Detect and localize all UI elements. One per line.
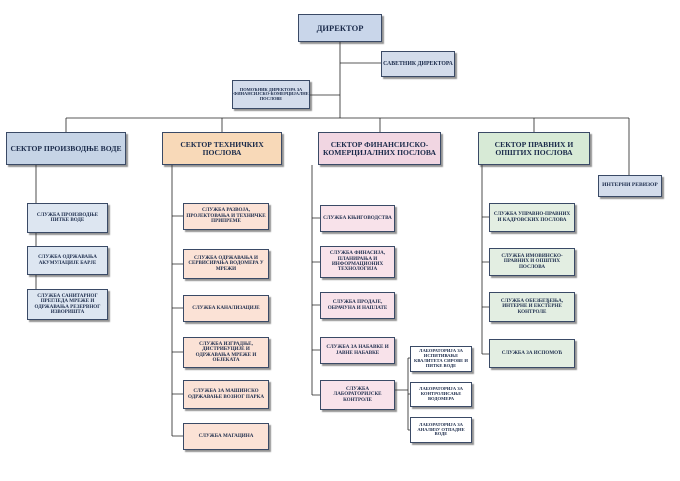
unit-box: СЛУЖБА ИЗГРАДЊЕ, ДИСТРИБУЦИЈЕ И ОДРЖАВАЊ… — [183, 337, 269, 368]
unit-box: СЛУЖБА КЊИГОВОДСТВА — [320, 205, 395, 232]
sector-title: СЕКТОР ПРАВНИХ И ОПШТИХ ПОСЛОВА — [494, 139, 574, 157]
director-label: ДИРЕКТОР — [316, 22, 364, 33]
unit-label: СЛУЖБА ЗА ИСПОМОЋ — [501, 349, 563, 356]
advisor-box: САВЕТНИК ДИРЕКТОРА — [381, 51, 455, 77]
unit-label: СЛУЖБА ИМОВИНСКО-ПРАВНИХ И ОПШТИХ ПОСЛОВ… — [501, 252, 563, 270]
lab-box: ЛАБОРАТОРИЈА ЗА КОНТРОЛИСАЊЕ ВОДОМЕРА — [410, 382, 472, 407]
unit-label: СЛУЖБА ФИНАСИЈА, ПЛАНИРАЊА И ИНФОРМАЦИОН… — [329, 250, 386, 273]
sector-title: СЕКТОР ПРОИЗВОДЊЕ ВОДЕ — [10, 143, 122, 153]
unit-box: СЛУЖБА МАГАЦИНА — [183, 423, 269, 450]
connector-s1-spine — [27, 165, 37, 305]
unit-label: СЛУЖБА САНИТАРНОГ ПРЕГЛЕДА МРЕЖЕ И ОДРЖА… — [34, 292, 101, 315]
unit-box: СЛУЖБА ЗА НАБАВКЕ И ЈАВНЕ НАБАВКЕ — [320, 337, 395, 364]
connector-labs — [395, 357, 410, 431]
unit-label: СЛУЖБА УПРАВНО-ПРАВНИХ И КАДРОВСКИХ ПОСЛ… — [493, 211, 571, 223]
unit-box: СЛУЖБА ОДРЖАВАЊА И СЕРВИСИРАЊА ВОДОМЕРА … — [183, 249, 269, 279]
unit-box: СЛУЖБА КАНАЛИЗАЦИЈЕ — [183, 295, 269, 322]
connector-s2-spine — [171, 165, 183, 437]
unit-box: СЛУЖБА ЗА МАШИНСКО ОДРЖАВАЊЕ ВОЗНОГ ПАРК… — [183, 380, 269, 409]
unit-box: СЛУЖБА ЛАБОРАТОРИЈСКЕ КОНТРОЛЕ — [320, 380, 395, 410]
unit-box: СЛУЖБА ПРОИЗВОДЊЕ ПИТКЕ ВОДЕ — [27, 203, 108, 233]
unit-label: СЛУЖБА ОДРЖАВАЊА И СЕРВИСИРАЊА ВОДОМЕРА … — [188, 254, 264, 272]
unit-box: СЛУЖБА ОБЕЗБЕЂЕЊА, ИНТЕРНЕ И ЕКСТЕРНЕ КО… — [489, 292, 575, 322]
lab-label: ЛАБОРАТОРИЈА ЗА ИСПИТИВАЊЕ КВАЛИТЕТА СИР… — [414, 348, 468, 368]
assistant-box: ПОМОЋНИК ДИРЕКТОРА ЗА ФИНАНСИЈСКО-КОМЕРЦ… — [232, 80, 310, 109]
sector-title: СЕКТОР ФИНАНСИЈСКО-КОМЕРЦИЈАЛНИХ ПОСЛОВА — [323, 139, 436, 157]
auditor-label: ИНТЕРНИ РЕВИЗОР — [602, 182, 658, 189]
unit-label: СЛУЖБА ЗА МАШИНСКО ОДРЖАВАЊЕ ВОЗНОГ ПАРК… — [188, 388, 264, 400]
unit-label: СЛУЖБА ОБЕЗБЕЂЕЊА, ИНТЕРНЕ И ЕКСТЕРНЕ КО… — [500, 297, 564, 315]
unit-label: СЛУЖБА ЗА НАБАВКЕ И ЈАВНЕ НАБАВКЕ — [326, 344, 389, 356]
assistant-label: ПОМОЋНИК ДИРЕКТОРА ЗА ФИНАНСИЈСКО-КОМЕРЦ… — [233, 86, 309, 101]
unit-box: СЛУЖБА ОДРЖАВАЊА АКУМУЛАЦИЈЕ БАРЈЕ — [27, 246, 108, 275]
lab-box: ЛАБОРАТОРИЈА ЗА АНАЛИЗУ ОТПАДНЕ ВОДЕ — [410, 417, 472, 443]
unit-label: СЛУЖБА ЛАБОРАТОРИЈСКЕ КОНТРОЛЕ — [333, 385, 382, 403]
sector-finance: СЕКТОР ФИНАНСИЈСКО-КОМЕРЦИЈАЛНИХ ПОСЛОВА — [318, 132, 441, 165]
unit-label: СЛУЖБА ПРОИЗВОДЊЕ ПИТКЕ ВОДЕ — [36, 211, 99, 223]
connector-s3-spine — [311, 165, 320, 396]
unit-label: СЛУЖБА КАНАЛИЗАЦИЈЕ — [192, 304, 260, 311]
unit-label: СЛУЖБА ИЗГРАДЊЕ, ДИСТРИБУЦИЈЕ И ОДРЖАВАЊ… — [195, 340, 257, 363]
advisor-label: САВЕТНИК ДИРЕКТОРА — [383, 60, 453, 67]
sector-technical: СЕКТОР ТЕХНИЧКИХ ПОСЛОВА — [162, 132, 282, 165]
sector-production: СЕКТОР ПРОИЗВОДЊЕ ВОДЕ — [6, 132, 126, 165]
director-box: ДИРЕКТОР — [298, 14, 382, 42]
auditor-box: ИНТЕРНИ РЕВИЗОР — [598, 175, 662, 197]
unit-box: СЛУЖБА ЗА ИСПОМОЋ — [489, 339, 575, 368]
unit-label: СЛУЖБА РАЗВОЈА, ПРОЈЕКТОВАЊА И ТЕХНИЧКЕ … — [186, 207, 266, 225]
unit-box: СЛУЖБА САНИТАРНОГ ПРЕГЛЕДА МРЕЖЕ И ОДРЖА… — [27, 289, 108, 320]
lab-box: ЛАБОРАТОРИЈА ЗА ИСПИТИВАЊЕ КВАЛИТЕТА СИР… — [410, 346, 472, 372]
unit-label: СЛУЖБА ПРОДАЈЕ, ОБРАЧУНА И НАПЛАТЕ — [327, 299, 388, 311]
unit-box: СЛУЖБА УПРАВНО-ПРАВНИХ И КАДРОВСКИХ ПОСЛ… — [489, 203, 575, 232]
unit-label: СЛУЖБА ОДРЖАВАЊА АКУМУЛАЦИЈЕ БАРЈЕ — [38, 254, 97, 266]
sector-title: СЕКТОР ТЕХНИЧКИХ ПОСЛОВА — [180, 139, 264, 157]
lab-label: ЛАБОРАТОРИЈА ЗА КОНТРОЛИСАЊЕ ВОДОМЕРА — [419, 386, 463, 401]
connector-s4-spine — [481, 165, 489, 355]
lab-label: ЛАБОРАТОРИЈА ЗА АНАЛИЗУ ОТПАДНЕ ВОДЕ — [417, 421, 465, 437]
unit-box: СЛУЖБА ПРОДАЈЕ, ОБРАЧУНА И НАПЛАТЕ — [320, 292, 395, 319]
unit-box: СЛУЖБА ФИНАСИЈА, ПЛАНИРАЊА И ИНФОРМАЦИОН… — [320, 246, 395, 278]
unit-label: СЛУЖБА КЊИГОВОДСТВА — [323, 214, 392, 221]
unit-box: СЛУЖБА РАЗВОЈА, ПРОЈЕКТОВАЊА И ТЕХНИЧКЕ … — [183, 203, 269, 230]
sector-legal: СЕКТОР ПРАВНИХ И ОПШТИХ ПОСЛОВА — [478, 132, 590, 165]
unit-label: СЛУЖБА МАГАЦИНА — [198, 432, 254, 439]
unit-box: СЛУЖБА ИМОВИНСКО-ПРАВНИХ И ОПШТИХ ПОСЛОВ… — [489, 248, 575, 276]
